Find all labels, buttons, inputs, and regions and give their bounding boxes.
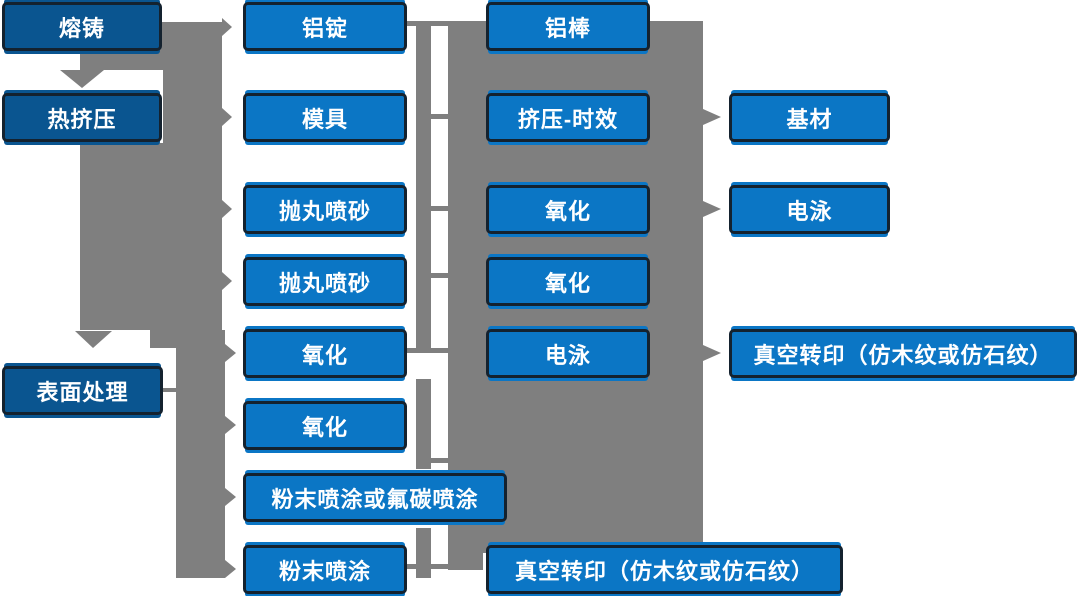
right-arrowhead-icon — [222, 108, 232, 126]
node-vacuum-transfer-bottom: 真空转印（仿木纹或仿石纹） — [486, 545, 843, 594]
node-shot-blasting-1: 抛丸喷砂 — [243, 185, 407, 234]
tick — [407, 21, 416, 26]
bar-segment — [416, 379, 431, 469]
node-powder-or-fluorocarbon: 粉末喷涂或氟碳喷涂 — [243, 473, 507, 522]
trunk-segment — [150, 330, 225, 348]
node-substrate: 基材 — [729, 93, 890, 142]
node-oxidation-left-1: 氧化 — [243, 329, 407, 378]
right-arrowhead-icon — [225, 560, 236, 578]
trunk-segment — [176, 348, 225, 578]
down-arrowhead-icon — [60, 70, 104, 88]
right-arrowhead-icon — [703, 109, 721, 125]
tick — [431, 114, 448, 119]
node-hot-extrusion: 热挤压 — [2, 93, 162, 142]
node-surface-treatment: 表面处理 — [2, 366, 163, 415]
right-arrowhead-icon — [703, 201, 721, 217]
connector-middle-bar — [407, 21, 452, 578]
trunk-segment — [80, 143, 222, 330]
node-mold: 模具 — [243, 93, 407, 142]
node-electrophoresis-right: 电泳 — [729, 185, 890, 234]
right-arrowhead-icon — [222, 18, 232, 36]
connector-left-trunk — [60, 18, 236, 578]
tick — [431, 21, 448, 26]
right-arrowhead-icon — [222, 272, 232, 290]
trunk-segment — [163, 50, 222, 143]
tick — [407, 564, 452, 569]
node-extrusion-aging: 挤压-时效 — [486, 93, 650, 142]
right-arrowhead-icon — [225, 488, 236, 506]
block-stub — [448, 553, 483, 570]
bar-segment — [416, 21, 431, 353]
tick — [407, 348, 448, 353]
node-melt-cast: 熔铸 — [2, 2, 162, 51]
node-vacuum-transfer-right: 真空转印（仿木纹或仿石纹） — [729, 329, 1077, 378]
right-arrowhead-icon — [225, 416, 236, 434]
node-powder-coating: 粉末喷涂 — [243, 545, 407, 594]
node-shot-blasting-2: 抛丸喷砂 — [243, 257, 407, 306]
node-oxidation-mid-1: 氧化 — [486, 185, 650, 234]
tick — [431, 458, 448, 463]
node-oxidation-mid-2: 氧化 — [486, 257, 650, 306]
node-aluminum-ingot: 铝锭 — [243, 2, 407, 51]
tick — [163, 388, 176, 392]
node-electrophoresis-mid: 电泳 — [486, 329, 650, 378]
tick — [431, 273, 448, 278]
right-arrowhead-icon — [222, 200, 232, 218]
node-oxidation-left-2: 氧化 — [243, 401, 407, 450]
tick — [431, 206, 448, 211]
node-aluminum-rod: 铝棒 — [486, 2, 650, 51]
right-arrowhead-icon — [703, 345, 721, 361]
down-arrowhead-icon — [75, 331, 112, 348]
right-arrowhead-icon — [225, 344, 236, 362]
